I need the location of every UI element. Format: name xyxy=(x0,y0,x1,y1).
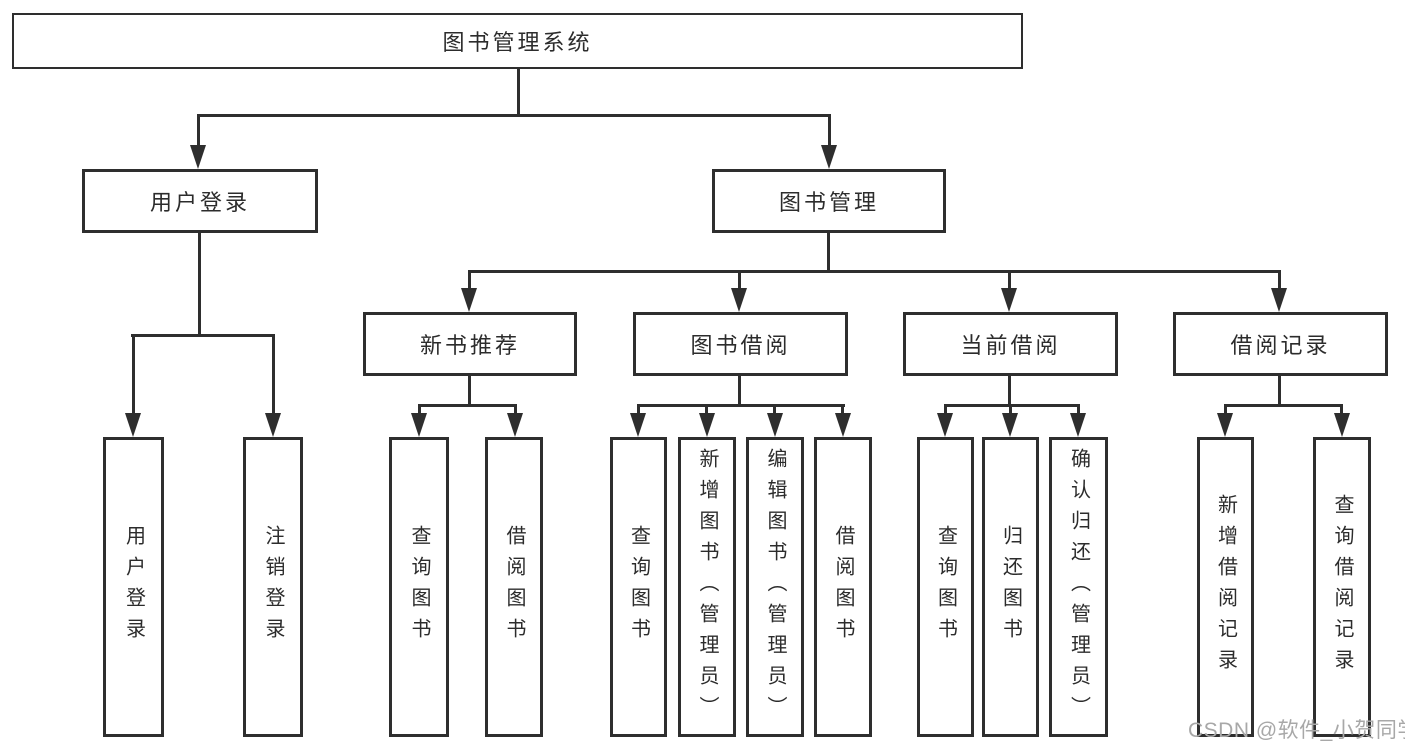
connector-vline xyxy=(944,404,947,416)
arrowhead-down xyxy=(937,413,953,437)
leaf-newbook-borrow-books: 借阅图书 xyxy=(485,437,543,737)
connector-hline xyxy=(468,270,1281,273)
connector-vline xyxy=(514,404,517,416)
node-label: 图书管理系统 xyxy=(442,30,593,55)
connector-vline xyxy=(1008,376,1011,407)
arrowhead-down xyxy=(767,413,783,437)
leaf-borrow-edit-book-admin: 编辑图书（管理员） xyxy=(746,437,804,737)
connector-hline xyxy=(944,404,1080,407)
connector-vline xyxy=(637,404,640,416)
arrowhead-down xyxy=(1334,413,1350,437)
leaf-label: 查询借阅记录 xyxy=(1331,494,1353,680)
leaf-current-return-books: 归还图书 xyxy=(982,437,1039,737)
arrowhead-down xyxy=(1271,288,1287,312)
node-current-borrowing: 当前借阅 xyxy=(903,312,1118,376)
leaf-label: 确认归还（管理员） xyxy=(1067,447,1090,727)
arrowhead-down xyxy=(630,413,646,437)
leaf-current-confirm-return-admin: 确认归还（管理员） xyxy=(1049,437,1108,737)
leaf-label: 用户登录 xyxy=(122,525,145,649)
connector-vline xyxy=(738,270,741,292)
leaf-records-add-borrow-record: 新增借阅记录 xyxy=(1197,437,1254,737)
connector-vline xyxy=(738,376,741,407)
connector-vline xyxy=(1008,270,1011,292)
leaf-label: 查询图书 xyxy=(408,525,430,649)
node-label: 图书管理 xyxy=(778,190,879,215)
connector-vline xyxy=(197,114,200,148)
arrowhead-down xyxy=(731,288,747,312)
node-library-management-system: 图书管理系统 xyxy=(12,13,1023,69)
connector-vline xyxy=(1224,404,1227,416)
connector-vline xyxy=(1278,270,1281,292)
connector-vline xyxy=(468,376,471,407)
arrowhead-down xyxy=(1001,288,1017,312)
node-label: 用户登录 xyxy=(149,190,250,215)
node-borrowing-records: 借阅记录 xyxy=(1173,312,1388,376)
node-label: 借阅记录 xyxy=(1230,333,1331,358)
leaf-label: 借阅图书 xyxy=(832,525,854,649)
leaf-current-query-books: 查询图书 xyxy=(917,437,974,737)
arrowhead-down xyxy=(835,413,851,437)
leaf-label: 借阅图书 xyxy=(503,525,525,649)
leaf-borrow-borrow-books: 借阅图书 xyxy=(814,437,872,737)
connector-vline xyxy=(418,404,421,416)
leaf-borrow-add-book-admin: 新增图书（管理员） xyxy=(678,437,736,737)
leaf-user-login: 用户登录 xyxy=(103,437,164,737)
arrowhead-down xyxy=(125,413,141,437)
connector-hline xyxy=(131,334,274,337)
connector-vline xyxy=(198,233,201,336)
connector-hline xyxy=(637,404,845,407)
leaf-borrow-query-books: 查询图书 xyxy=(610,437,667,737)
node-label: 新书推荐 xyxy=(419,333,520,358)
node-user-login: 用户登录 xyxy=(82,169,318,233)
connector-vline xyxy=(468,270,471,292)
leaf-label: 归还图书 xyxy=(999,525,1022,649)
node-book-borrowing: 图书借阅 xyxy=(633,312,848,376)
leaf-newbook-query-books: 查询图书 xyxy=(389,437,449,737)
connector-vline xyxy=(705,404,708,416)
connector-vline xyxy=(1009,404,1012,416)
arrowhead-down xyxy=(1217,413,1233,437)
connector-vline xyxy=(1077,404,1080,416)
leaf-label: 查询图书 xyxy=(627,525,650,649)
leaf-logout: 注销登录 xyxy=(243,437,303,737)
leaf-label: 注销登录 xyxy=(262,525,284,649)
connector-hline xyxy=(418,404,517,407)
connector-vline xyxy=(773,404,776,416)
node-label: 当前借阅 xyxy=(960,333,1061,358)
arrowhead-down xyxy=(699,413,715,437)
leaf-label: 新增图书（管理员） xyxy=(696,447,718,727)
node-book-management: 图书管理 xyxy=(712,169,946,233)
arrowhead-down xyxy=(411,413,427,437)
connector-vline xyxy=(828,114,831,148)
connector-vline xyxy=(827,233,830,272)
arrowhead-down xyxy=(507,413,523,437)
csdn-watermark: CSDN @软件_小贺同学 xyxy=(1188,719,1405,742)
leaf-records-query-borrow-record: 查询借阅记录 xyxy=(1313,437,1371,737)
connector-vline xyxy=(272,334,275,416)
arrowhead-down xyxy=(1002,413,1018,437)
leaf-label: 编辑图书（管理员） xyxy=(764,447,786,727)
connector-vline xyxy=(1340,404,1343,416)
connector-vline xyxy=(1278,376,1281,407)
arrowhead-down xyxy=(461,288,477,312)
connector-hline xyxy=(197,114,831,117)
arrowhead-down xyxy=(190,145,206,169)
connector-vline xyxy=(517,68,520,116)
connector-vline xyxy=(132,334,135,416)
node-new-book-recommendation: 新书推荐 xyxy=(363,312,577,376)
arrowhead-down xyxy=(821,145,837,169)
connector-vline xyxy=(841,404,844,416)
leaf-label: 查询图书 xyxy=(934,525,957,649)
connector-hline xyxy=(1224,404,1343,407)
arrowhead-down xyxy=(265,413,281,437)
arrowhead-down xyxy=(1070,413,1086,437)
leaf-label: 新增借阅记录 xyxy=(1214,494,1237,680)
node-label: 图书借阅 xyxy=(690,333,791,358)
